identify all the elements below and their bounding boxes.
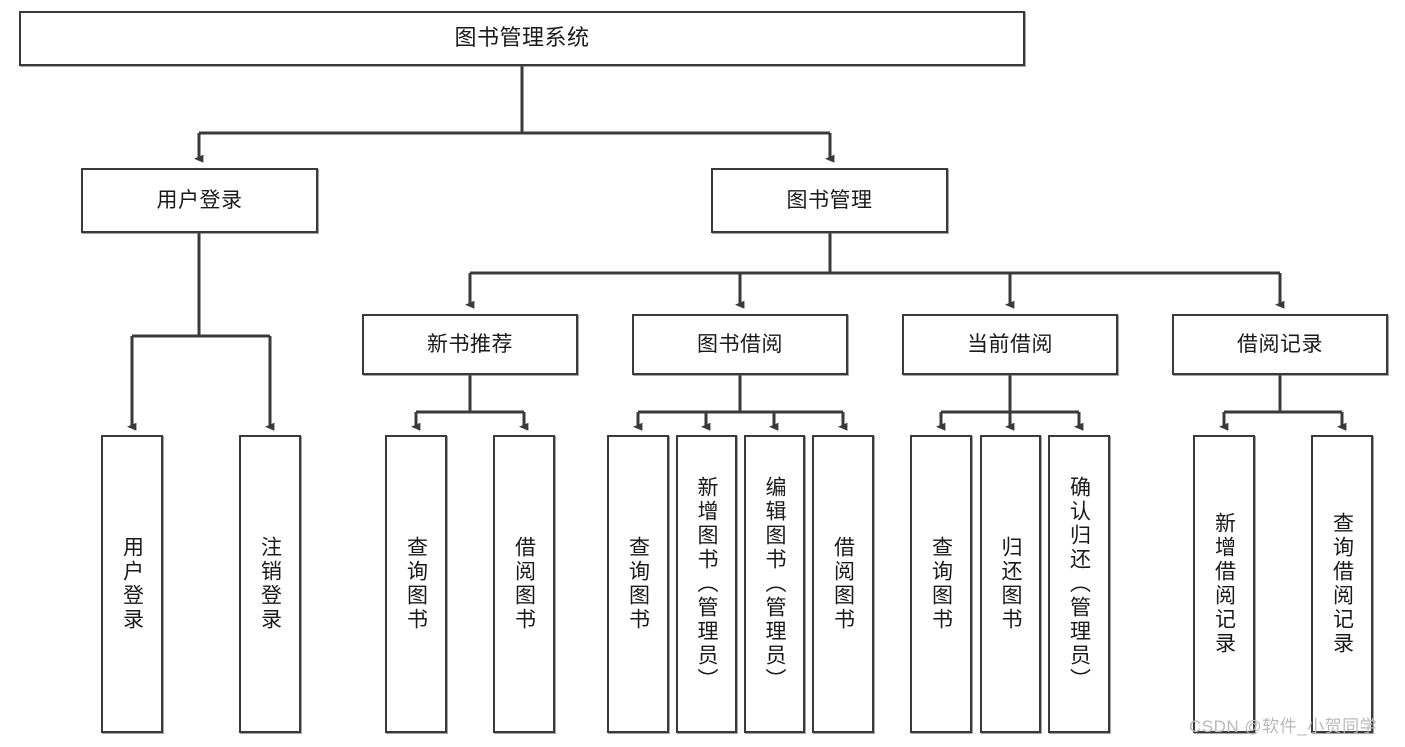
node-leaf-query-book-new[interactable]: 查询图书 (385, 435, 447, 733)
node-current-borrow[interactable]: 当前借阅 (902, 314, 1118, 375)
node-leaf-borrow-book-new[interactable]: 借阅图书 (493, 435, 555, 733)
node-leaf-borrow-book[interactable]: 借阅图书 (812, 435, 874, 733)
node-label: 用户登录 (120, 536, 144, 632)
node-label: 查询图书 (626, 536, 650, 632)
node-label: 图书管理系统 (454, 25, 590, 51)
node-user-login[interactable]: 用户登录 (81, 168, 318, 233)
node-leaf-return-book[interactable]: 归还图书 (980, 435, 1041, 733)
node-label: 当前借阅 (967, 332, 1053, 356)
node-label: 新增图书（管理员） (695, 476, 718, 692)
node-leaf-add-book-admin[interactable]: 新增图书（管理员） (676, 435, 737, 733)
node-label: 注销登录 (258, 536, 282, 632)
node-leaf-query-borrow-record[interactable]: 查询借阅记录 (1311, 435, 1373, 733)
node-book-management[interactable]: 图书管理 (711, 168, 948, 233)
node-root-system[interactable]: 图书管理系统 (19, 11, 1025, 66)
node-label: 用户登录 (156, 188, 243, 212)
node-label: 新书推荐 (427, 332, 513, 356)
node-label: 查询图书 (404, 536, 428, 632)
node-leaf-confirm-return-admin[interactable]: 确认归还（管理员） (1048, 435, 1110, 733)
csdn-watermark: CSDN @软件_小贺同学 (1189, 717, 1378, 736)
node-label: 借阅图书 (512, 536, 536, 632)
node-book-borrow[interactable]: 图书借阅 (632, 314, 848, 375)
node-leaf-query-book-borrow[interactable]: 查询图书 (607, 435, 669, 733)
node-leaf-add-borrow-record[interactable]: 新增借阅记录 (1193, 435, 1255, 733)
node-label: 编辑图书（管理员） (763, 476, 786, 692)
node-borrow-record[interactable]: 借阅记录 (1172, 314, 1388, 375)
node-label: 新增借阅记录 (1212, 512, 1236, 656)
node-label: 确认归还（管理员） (1067, 476, 1091, 692)
node-label: 图书借阅 (697, 332, 783, 356)
node-leaf-query-book-current[interactable]: 查询图书 (910, 435, 972, 733)
node-label: 图书管理 (786, 188, 873, 212)
node-label: 归还图书 (999, 536, 1022, 632)
node-leaf-edit-book-admin[interactable]: 编辑图书（管理员） (744, 435, 805, 733)
node-leaf-user-login[interactable]: 用户登录 (101, 435, 163, 733)
node-label: 借阅记录 (1237, 332, 1323, 356)
node-label: 借阅图书 (831, 536, 855, 632)
node-new-book-recommend[interactable]: 新书推荐 (362, 314, 578, 375)
node-leaf-logout[interactable]: 注销登录 (239, 435, 301, 733)
node-label: 查询借阅记录 (1330, 512, 1354, 656)
node-label: 查询图书 (929, 536, 953, 632)
